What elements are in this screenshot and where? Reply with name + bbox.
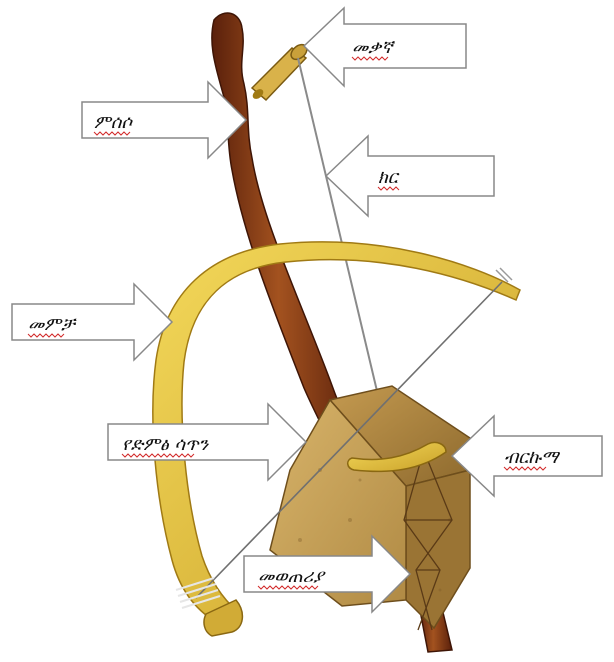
callout-memecha: መምቻ xyxy=(12,284,172,360)
callout-misiso: ምሰሶ xyxy=(82,82,246,158)
label-yedimts-satin: የድምፅ ሳጥን xyxy=(122,434,210,455)
label-mewetheriya: መወጠሪያ xyxy=(258,566,326,587)
label-misiso: ምሰሶ xyxy=(94,112,133,133)
label-memecha: መምቻ xyxy=(28,314,77,335)
callout-yedimts-satin: የድምፅ ሳጥን xyxy=(108,404,306,480)
callout-arrow xyxy=(326,136,494,216)
callout-birkuma: ብርኩማ xyxy=(452,416,602,496)
label-mekagna: መቃኛ xyxy=(352,37,395,58)
label-birkuma: ብርኩማ xyxy=(504,447,560,468)
label-kir: ክር xyxy=(378,167,400,188)
callout-mekagna: መቃኛ xyxy=(304,8,466,86)
callout-kir: ክር xyxy=(326,136,494,216)
